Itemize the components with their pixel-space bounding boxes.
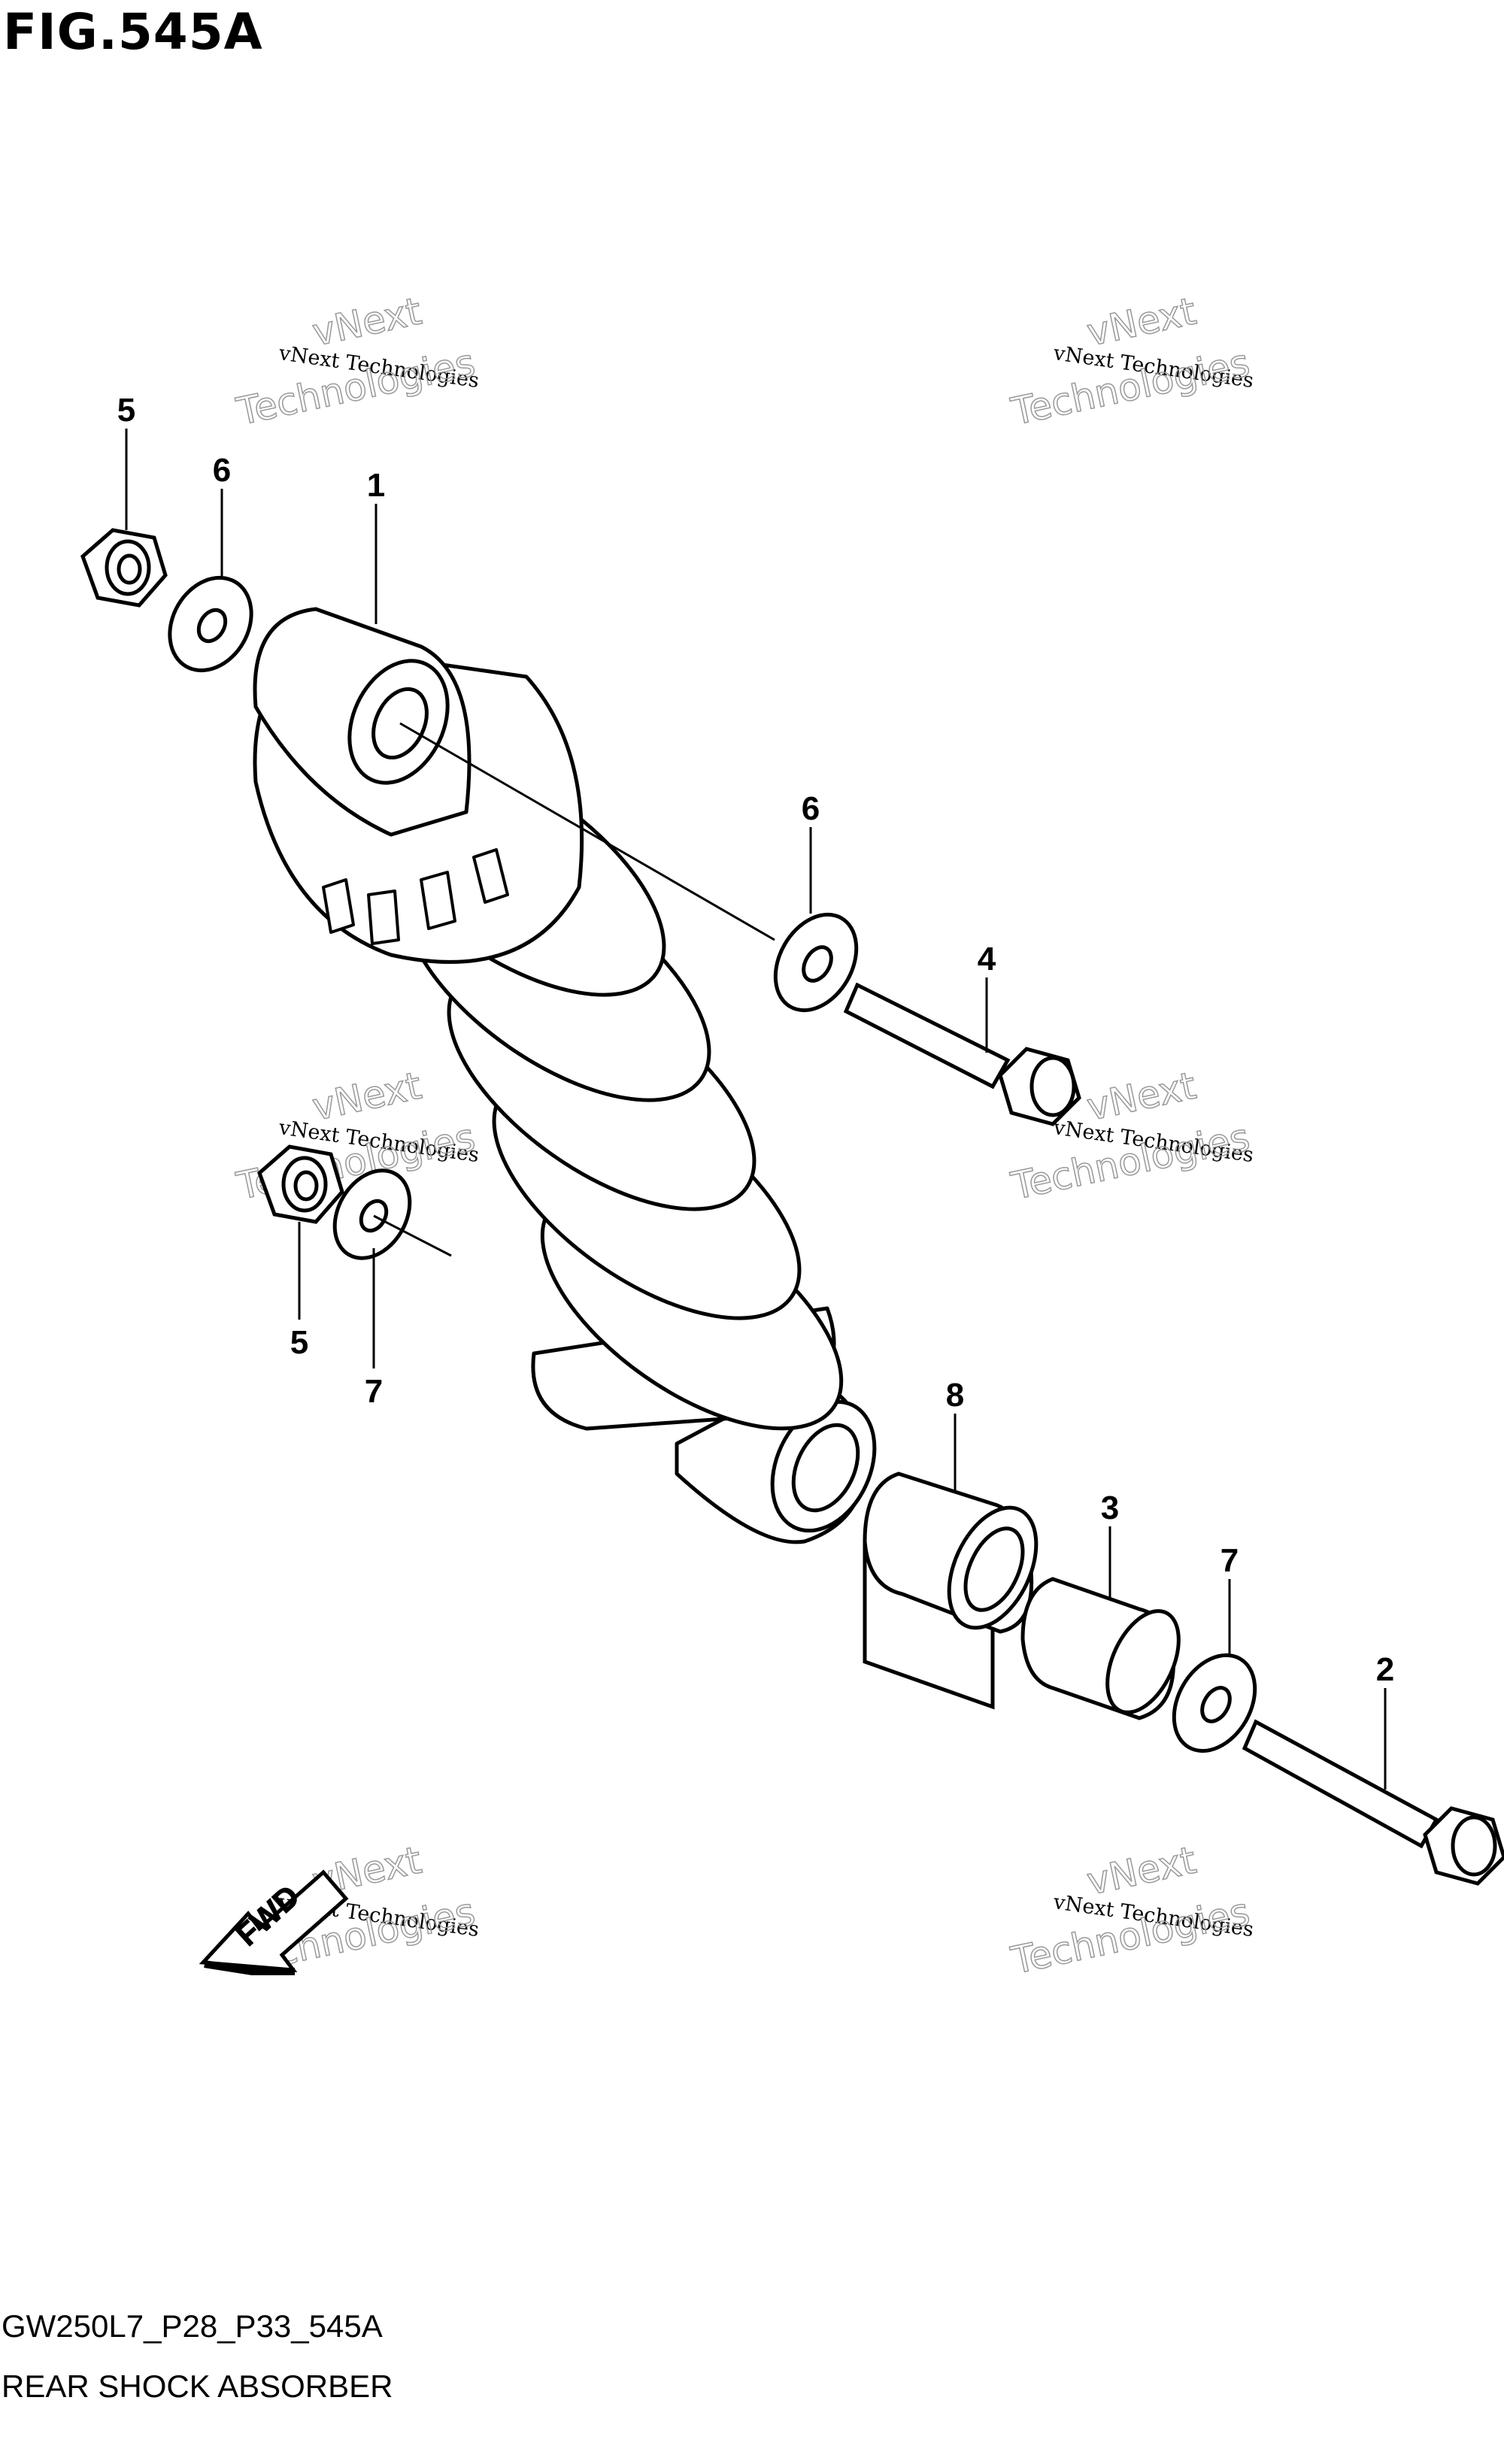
figure-title: FIG.545A xyxy=(3,3,263,61)
callout-6-top: 6 xyxy=(213,452,231,489)
callout-7-left: 7 xyxy=(365,1373,383,1410)
watermark-text: vNext xyxy=(308,1064,425,1129)
callout-2: 2 xyxy=(1376,1651,1394,1688)
callout-4: 4 xyxy=(978,941,996,977)
bolt-2 xyxy=(1242,1719,1504,1886)
watermark-top-left: vNext Technologies vNext Technologies xyxy=(232,289,481,435)
nut-5-top xyxy=(80,528,168,608)
bolt-4 xyxy=(843,982,1081,1126)
rear-shock-absorber xyxy=(253,607,877,1544)
callout-5-left: 5 xyxy=(290,1324,308,1361)
lower-eye-bore xyxy=(791,1423,860,1513)
callout-8: 8 xyxy=(946,1377,964,1414)
washer-7-right xyxy=(1172,1653,1257,1753)
nut-5-left xyxy=(257,1144,344,1224)
spring-seat-windows xyxy=(322,848,509,945)
watermark-text: vNext xyxy=(1083,1064,1199,1129)
washer-6-right xyxy=(773,912,859,1013)
watermark-text: vNext xyxy=(1083,289,1199,355)
watermark-text: vNext xyxy=(1083,1838,1199,1904)
watermark-bottom-right: vNext Technologies vNext Technologies xyxy=(1007,1838,1255,1984)
figure-name: REAR SHOCK ABSORBER xyxy=(2,2369,393,2404)
callout-7-right: 7 xyxy=(1220,1542,1239,1579)
callout-6-right: 6 xyxy=(802,790,820,827)
callout-5-top: 5 xyxy=(117,392,135,429)
spacer-3 xyxy=(1020,1577,1181,1720)
collar-8 xyxy=(863,1471,1039,1710)
watermark-text: vNext xyxy=(308,289,425,355)
watermark-top-right: vNext Technologies vNext Technologies xyxy=(1007,289,1255,435)
figure-code: GW250L7_P28_P33_545A xyxy=(2,2308,383,2344)
callout-1: 1 xyxy=(367,467,385,504)
callout-3: 3 xyxy=(1101,1490,1119,1526)
leader-lines xyxy=(125,429,1387,1790)
washer-6-top xyxy=(168,575,253,673)
